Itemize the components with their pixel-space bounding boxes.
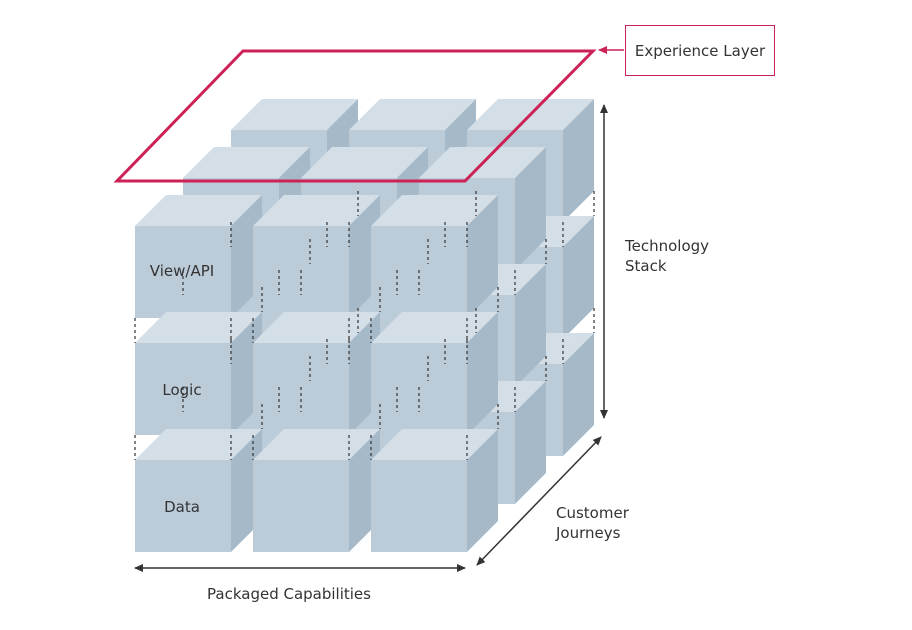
cube-view-col2-depth1 bbox=[253, 195, 380, 318]
cube-logic-col1-depth1 bbox=[135, 312, 262, 435]
customer-journeys-arrow bbox=[476, 436, 602, 566]
data-label: Data bbox=[164, 498, 200, 516]
cube-side-face bbox=[515, 147, 546, 270]
cube-top-face bbox=[231, 99, 358, 130]
cube-top-face bbox=[253, 195, 380, 226]
view-api-label: View/API bbox=[150, 262, 214, 280]
cube-top-face bbox=[349, 99, 476, 130]
experience-layer-plane bbox=[113, 49, 597, 183]
cube-side-face bbox=[515, 264, 546, 387]
cube-top-face bbox=[371, 312, 498, 343]
cube-front-face bbox=[135, 460, 231, 552]
cube-top-face bbox=[301, 147, 428, 178]
cube-side-face bbox=[467, 312, 498, 435]
technology-stack-line-1: Technology bbox=[624, 237, 709, 255]
cube-data-col2-depth1 bbox=[253, 429, 380, 552]
cube-front-face bbox=[371, 460, 467, 552]
cube-top-face bbox=[371, 429, 498, 460]
cube-top-face bbox=[253, 429, 380, 460]
cube-top-face bbox=[135, 429, 262, 460]
cube-side-face bbox=[563, 216, 594, 339]
cube-logic-col2-depth1 bbox=[253, 312, 380, 435]
cube-data-col3-depth1 bbox=[371, 429, 498, 552]
technology-stack-label: Technology Stack bbox=[624, 237, 714, 275]
cube-top-face bbox=[135, 312, 262, 343]
cube-top-face bbox=[371, 195, 498, 226]
customer-journeys-label: Customer Journeys bbox=[555, 504, 634, 542]
customer-journeys-line-1: Customer bbox=[556, 504, 630, 522]
cube-top-face bbox=[253, 312, 380, 343]
cube-side-face bbox=[563, 333, 594, 456]
customer-journeys-line-2: Journeys bbox=[555, 524, 621, 542]
cube-grid bbox=[134, 99, 595, 552]
cube-logic-col3-depth1 bbox=[371, 312, 498, 435]
packaged-capabilities-label: Packaged Capabilities bbox=[207, 585, 371, 603]
logic-label: Logic bbox=[162, 381, 201, 399]
cube-side-face bbox=[467, 195, 498, 318]
technology-stack-line-2: Stack bbox=[625, 257, 667, 275]
cube-top-face bbox=[183, 147, 310, 178]
cube-view-col1-depth1 bbox=[135, 195, 262, 318]
cube-front-face bbox=[253, 460, 349, 552]
experience-layer-callout: Experience Layer bbox=[625, 25, 775, 76]
cube-view-col3-depth1 bbox=[371, 195, 498, 318]
experience-layer-label: Experience Layer bbox=[634, 41, 766, 60]
cube-data-col1-depth1 bbox=[135, 429, 262, 552]
cube-side-face bbox=[563, 99, 594, 222]
cube-top-face bbox=[135, 195, 262, 226]
